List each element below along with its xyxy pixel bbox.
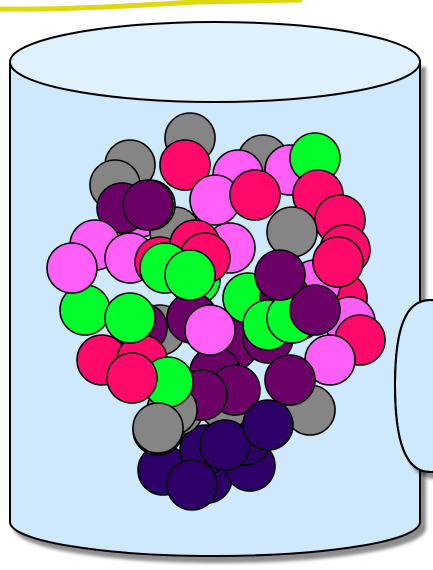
ball-pink <box>185 305 235 355</box>
ball-purple <box>123 180 173 230</box>
ball-magenta <box>313 237 363 287</box>
ball-indigo <box>167 460 217 510</box>
ball-magenta <box>107 353 157 403</box>
ball-indigo <box>243 400 293 450</box>
ball-green <box>165 250 215 300</box>
accent-stroke <box>0 0 300 9</box>
ball-magenta <box>230 170 280 220</box>
ball-gray <box>133 403 183 453</box>
ball-gray <box>267 207 317 257</box>
ball-pink <box>47 243 97 293</box>
ball-green <box>105 293 155 343</box>
ball-purple <box>265 355 315 405</box>
jar-opening <box>10 22 420 102</box>
ball-purple <box>255 250 305 300</box>
